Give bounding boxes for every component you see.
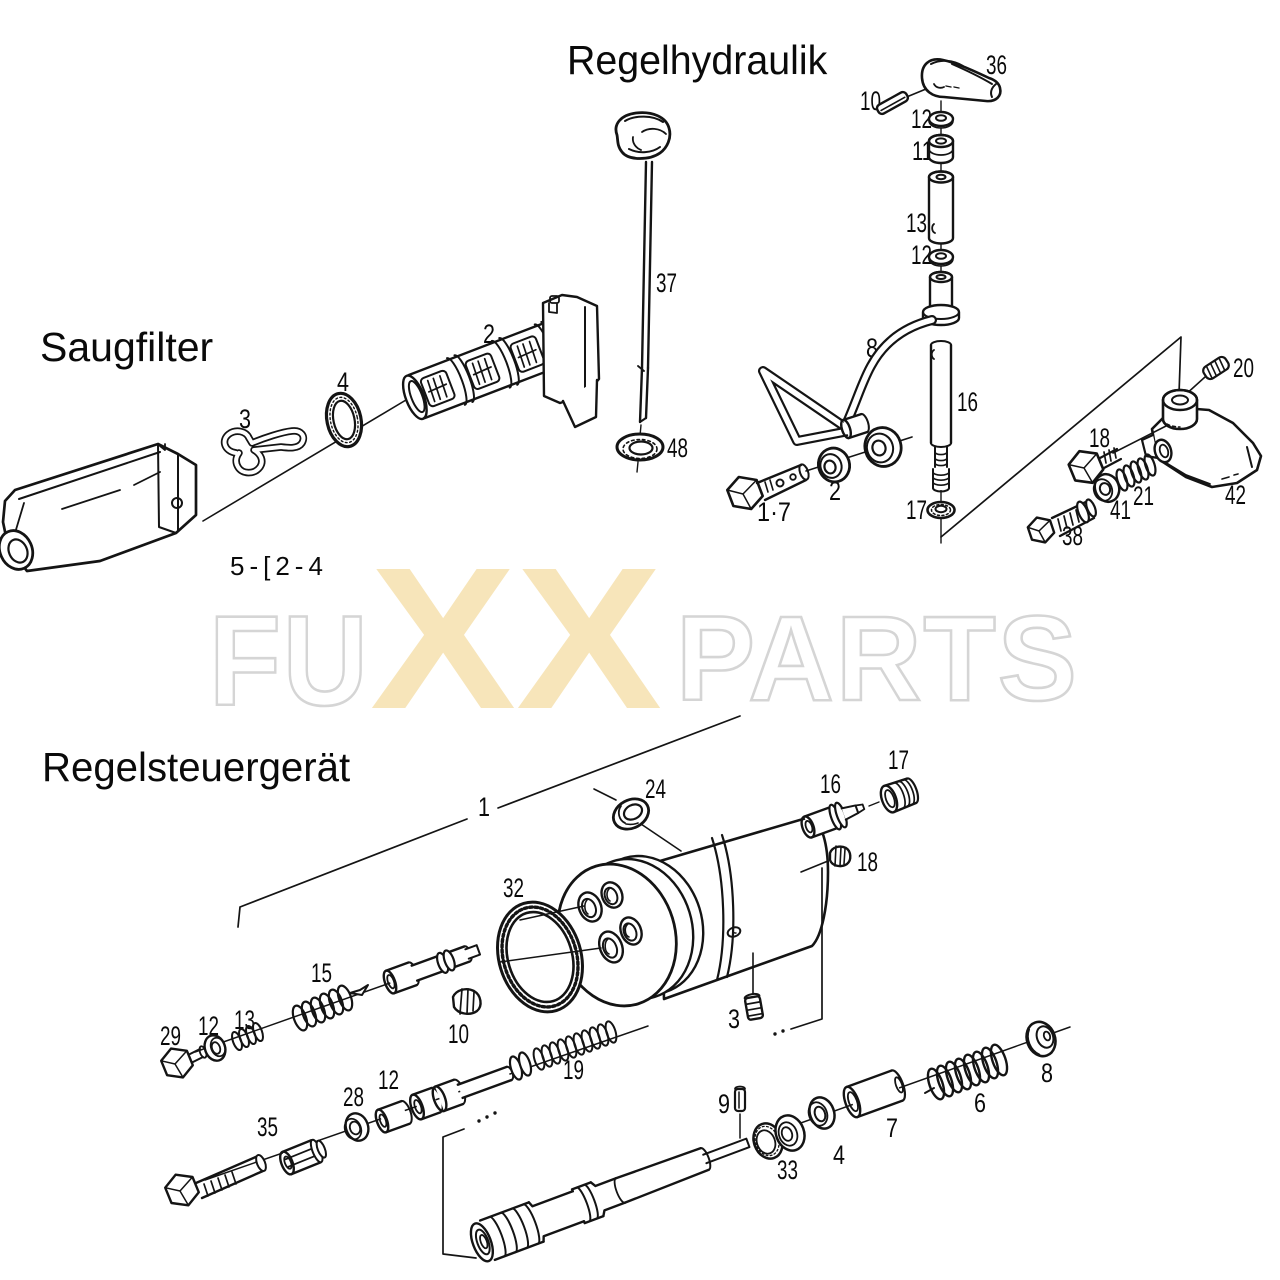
svg-text:1·7: 1·7 bbox=[757, 497, 791, 527]
svg-text:3: 3 bbox=[239, 404, 251, 434]
svg-text:10: 10 bbox=[860, 86, 881, 116]
svg-text:13: 13 bbox=[906, 208, 927, 238]
svg-text:32: 32 bbox=[503, 873, 524, 903]
svg-text:15: 15 bbox=[311, 958, 332, 988]
svg-text:Regelsteuergerät: Regelsteuergerät bbox=[42, 744, 350, 790]
svg-text:36: 36 bbox=[986, 50, 1007, 80]
svg-text:12: 12 bbox=[378, 1065, 399, 1095]
svg-text:19: 19 bbox=[563, 1055, 584, 1085]
svg-text:12: 12 bbox=[198, 1011, 219, 1041]
svg-text:17: 17 bbox=[906, 495, 927, 525]
svg-text:3: 3 bbox=[728, 1004, 740, 1034]
svg-text:FU: FU bbox=[209, 591, 370, 734]
svg-text:4: 4 bbox=[833, 1140, 845, 1170]
svg-text:18: 18 bbox=[1089, 423, 1110, 453]
svg-text:Saugfilter: Saugfilter bbox=[40, 324, 213, 370]
svg-text:37: 37 bbox=[656, 268, 677, 298]
svg-text:1: 1 bbox=[478, 792, 490, 822]
svg-text:10: 10 bbox=[448, 1019, 469, 1049]
svg-text:16: 16 bbox=[820, 769, 841, 799]
svg-text:17: 17 bbox=[888, 745, 909, 775]
svg-text:PARTS: PARTS bbox=[676, 592, 1079, 726]
svg-text:35: 35 bbox=[257, 1112, 278, 1142]
svg-text:12: 12 bbox=[911, 104, 932, 134]
svg-text:18: 18 bbox=[857, 847, 878, 877]
svg-text:48: 48 bbox=[667, 433, 688, 463]
svg-text:29: 29 bbox=[160, 1021, 181, 1051]
svg-text:33: 33 bbox=[777, 1155, 798, 1185]
svg-text:9: 9 bbox=[718, 1089, 730, 1119]
svg-text:2: 2 bbox=[829, 476, 841, 506]
svg-text:XX: XX bbox=[370, 525, 662, 751]
svg-text:4: 4 bbox=[337, 367, 349, 397]
svg-text:20: 20 bbox=[1233, 353, 1254, 383]
svg-text:42: 42 bbox=[1225, 480, 1246, 510]
svg-text:Regelhydraulik: Regelhydraulik bbox=[567, 37, 828, 83]
svg-text:41: 41 bbox=[1110, 495, 1131, 525]
svg-text:16: 16 bbox=[957, 387, 978, 417]
svg-text:28: 28 bbox=[343, 1082, 364, 1112]
svg-text:11: 11 bbox=[912, 136, 933, 166]
svg-text:24: 24 bbox=[645, 774, 666, 804]
svg-text:21: 21 bbox=[1133, 481, 1154, 511]
svg-text:6: 6 bbox=[974, 1088, 986, 1118]
svg-text:8: 8 bbox=[1041, 1058, 1053, 1088]
svg-text:5‑[2‑4: 5‑[2‑4 bbox=[230, 551, 328, 581]
svg-text:12: 12 bbox=[911, 240, 932, 270]
svg-text:7: 7 bbox=[886, 1113, 898, 1143]
